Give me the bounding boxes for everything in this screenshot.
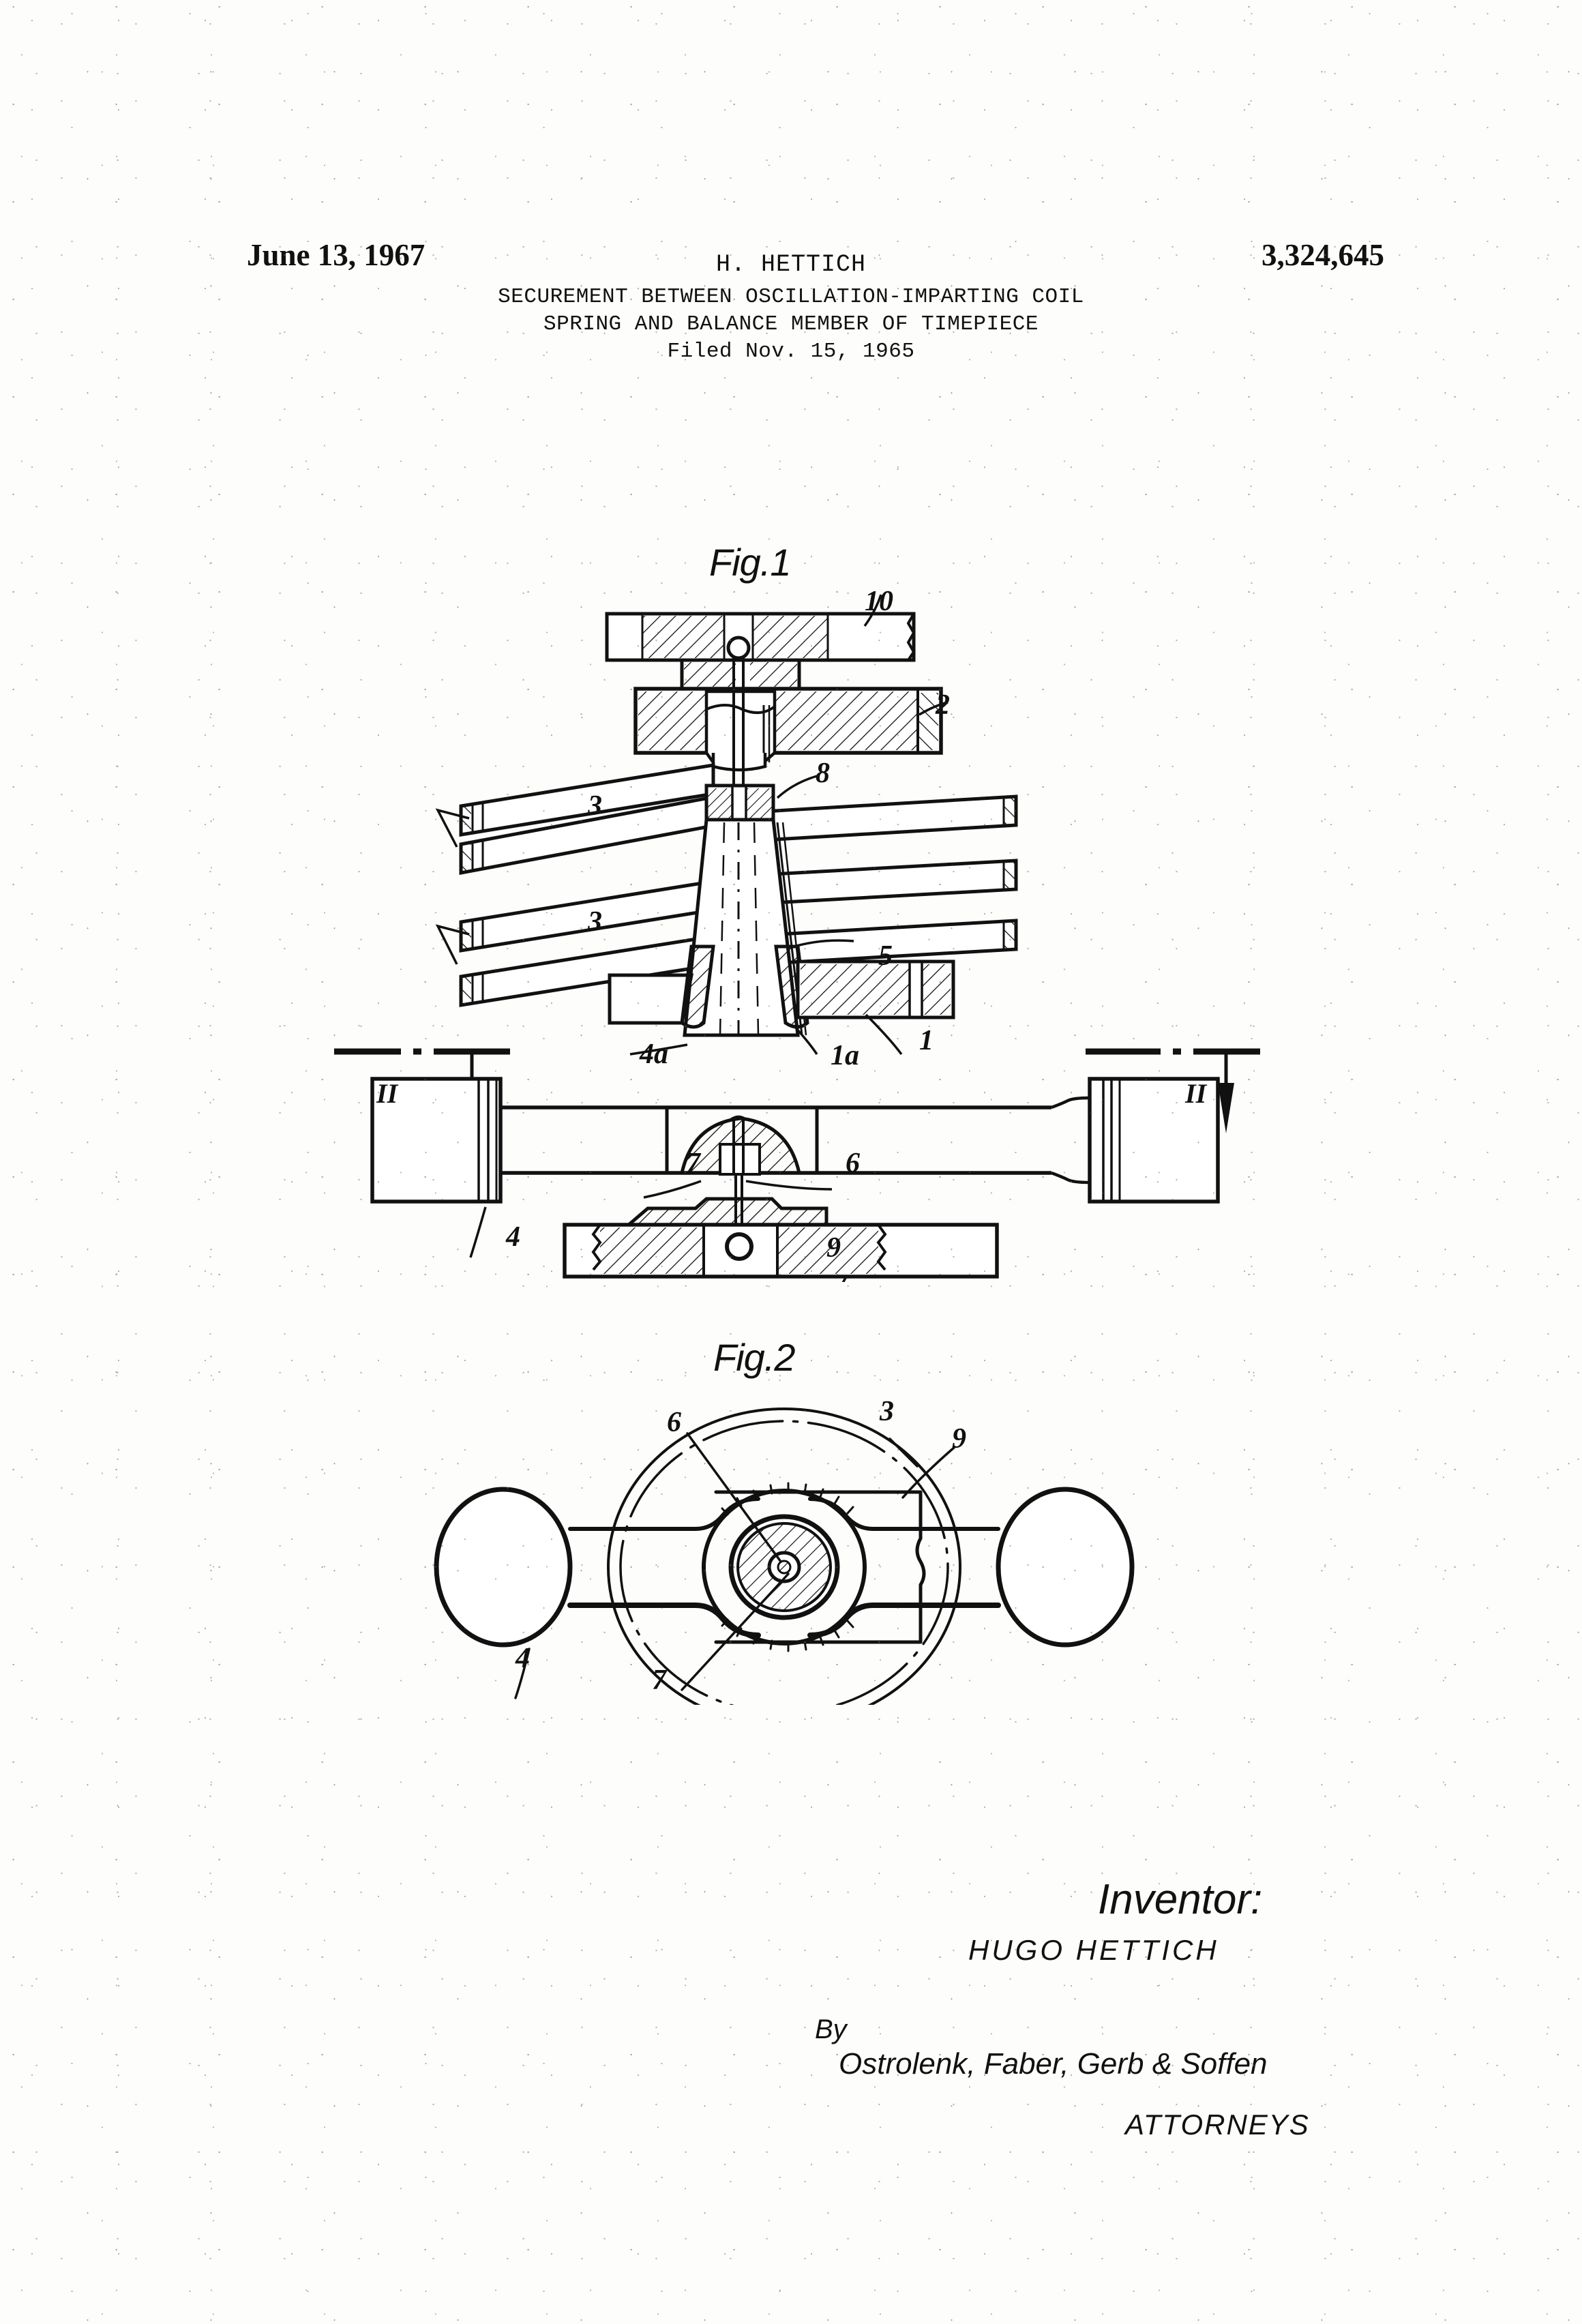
attorneys-label: ATTORNEYS (1125, 2109, 1310, 2141)
fig1-callout-1: 1 (919, 1025, 934, 1056)
fig1-callout-3-upper: 3 (588, 790, 602, 822)
fig2-callout-3: 3 (880, 1396, 894, 1427)
fig1-callout-1a: 1a (831, 1040, 859, 1071)
fig1-callout-4: 4 (506, 1221, 520, 1253)
fig1-caption: Fig.1 (709, 541, 791, 584)
fig2-callout-4: 4 (516, 1643, 530, 1674)
fig2-callout-9: 9 (952, 1423, 966, 1455)
by-label: By (815, 2014, 847, 2044)
signature-block: Inventor: HUGO HETTICH By Ostrolenk, Fab… (805, 1868, 1487, 2155)
fig1-callout-9: 9 (826, 1232, 841, 1264)
fig1-section-marker-right: II (1185, 1078, 1207, 1109)
patent-number: 3,324,645 (1262, 238, 1384, 272)
fig1-upper-jewel-block (680, 658, 801, 691)
fig1-section-marker-left: II (376, 1078, 398, 1109)
fig1-part-4-balance-member (370, 1077, 1220, 1204)
fig1-callout-4a: 4a (640, 1039, 668, 1070)
fig1-callout-7: 7 (686, 1148, 700, 1179)
fig1-part-2-collet (633, 687, 943, 772)
fig1-callout-8: 8 (816, 758, 830, 789)
sheet-header: June 13, 1967 H. HETTICH 3,324,645 SECUR… (0, 0, 1582, 382)
filing-date: Filed Nov. 15, 1965 (667, 340, 915, 363)
fig2-callout-7: 7 (652, 1665, 666, 1696)
inventor-label: Inventor: (1098, 1876, 1263, 1923)
fig1-callout-10: 10 (865, 586, 893, 617)
fig1-callout-3-lower: 3 (588, 906, 602, 938)
inventor-name: HUGO HETTICH (968, 1934, 1219, 1966)
attorney-firm: Ostrolenk, Faber, Gerb & Soffen (839, 2047, 1268, 2081)
fig1-callout-5: 5 (878, 940, 893, 972)
fig1-part-9-bearing-plate (563, 1197, 999, 1279)
patent-title-line-1: SECUREMENT BETWEEN OSCILLATION-IMPARTING… (498, 285, 1084, 309)
fig1-callout-6: 6 (846, 1148, 860, 1179)
fig1-callout-2: 2 (936, 689, 950, 721)
fig1-drawing (334, 594, 1260, 1282)
fig2-part-6-staff-section (728, 1514, 840, 1620)
fig2-callout-6: 6 (667, 1407, 681, 1438)
fig2-caption: Fig.2 (713, 1336, 795, 1379)
patent-title-line-2: SPRING AND BALANCE MEMBER OF TIMEPIECE (543, 312, 1039, 336)
